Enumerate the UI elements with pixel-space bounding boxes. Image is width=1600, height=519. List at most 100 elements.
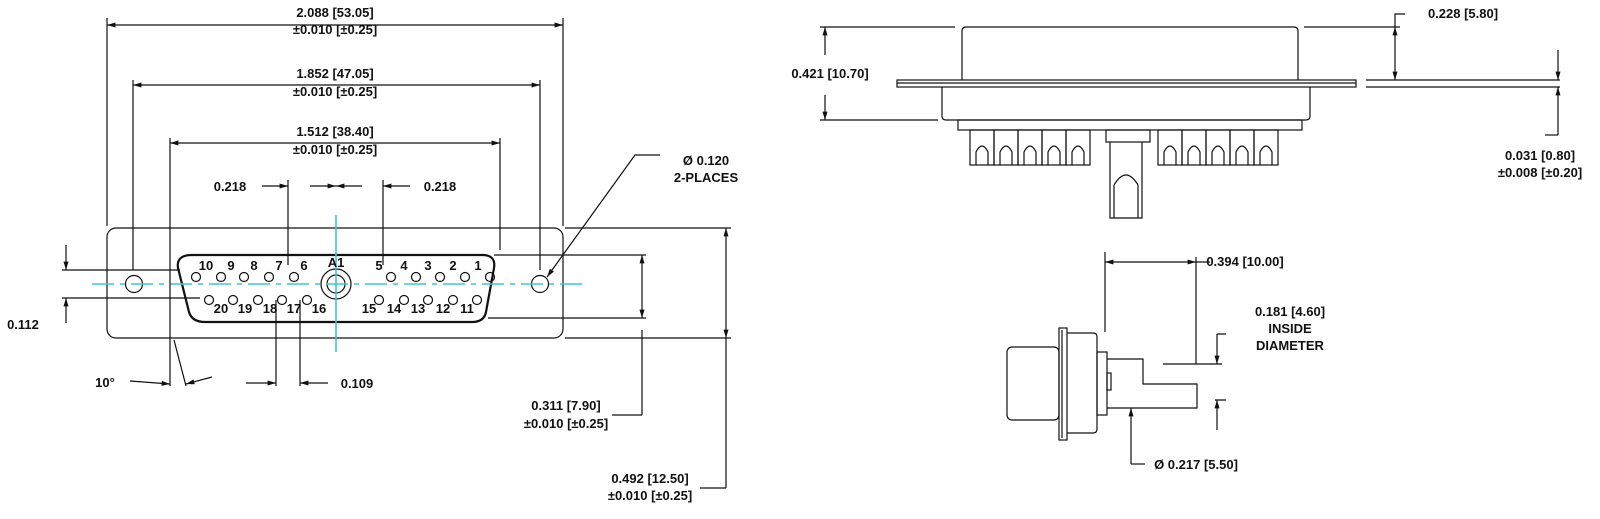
dim-pin-pitch: 0.109 [341, 376, 374, 391]
shell-outline [961, 26, 1299, 80]
pin-contact [190, 271, 202, 283]
dim-shell-height: 0.311 [7.90] [531, 398, 600, 413]
pin-label: 8 [250, 258, 257, 273]
dim-shell-height-tolerance: ±0.010 [±0.25] [524, 416, 608, 431]
pin-tail [1181, 129, 1207, 166]
dim-diameter-label: DIAMETER [1256, 338, 1325, 353]
pin-tail-solder-cup [1259, 145, 1273, 165]
dim-flange-tolerance: ±0.008 [±0.20] [1498, 165, 1582, 180]
pin-contact [263, 271, 275, 283]
pin-tail-solder-cup [1023, 145, 1037, 165]
pin-contact [484, 271, 496, 283]
pin-tail-solder-cup [1163, 145, 1177, 165]
pin-tail [993, 129, 1019, 166]
dim-mount-tolerance: ±0.010 [±0.25] [293, 84, 377, 99]
pin-tail-solder-cup [1211, 145, 1225, 165]
insulator-base [957, 119, 1303, 131]
dim-flange-height-tolerance: ±0.010 [±0.25] [608, 488, 692, 503]
pin-contact [471, 294, 483, 306]
pin-label: 5 [375, 258, 382, 273]
pin-tail [1017, 129, 1043, 166]
pin-tail [1253, 129, 1279, 166]
pin-contact [276, 294, 288, 306]
pin-tail-solder-cup [1071, 145, 1085, 165]
pin-label: 13 [411, 301, 425, 316]
pin-contact [447, 294, 459, 306]
dim-pitch-left: 0.218 [214, 179, 247, 194]
pin-label: 3 [424, 258, 431, 273]
pin-label: 6 [300, 258, 307, 273]
coax-label: A1 [328, 255, 345, 270]
pin-tail [1157, 129, 1183, 166]
pin-tail-solder-cup [1047, 145, 1061, 165]
pin-tail-solder-cup [1187, 145, 1201, 165]
shell-end [1006, 346, 1060, 421]
dim-row-spacing: 0.112 [7, 317, 39, 332]
dim-shell-tolerance: ±0.010 [±0.25] [293, 142, 377, 157]
dim-shell-width: 1.512 [38.40] [296, 124, 373, 139]
coax-contact-body [1107, 358, 1198, 409]
pin-contact [385, 271, 397, 283]
side-pin-tails [969, 129, 1279, 166]
dim-mount-spacing: 1.852 [47.05] [296, 66, 373, 81]
flange-end [1058, 327, 1068, 441]
pin-label: 10 [199, 258, 213, 273]
pin-label: 1 [474, 258, 481, 273]
pin-contact [373, 294, 385, 306]
pin-label: 11 [460, 301, 474, 316]
dim-total-height: 0.421 [10.70] [791, 66, 868, 81]
pin-tail [1205, 129, 1231, 166]
flange-outline [106, 227, 564, 339]
coax-side-view: 0.394 [10.00] 0.181 [4.60] INSIDE DIAMET… [1006, 252, 1325, 472]
contact-tab [1096, 351, 1108, 416]
dim-flange-height: 0.492 [12.50] [611, 471, 688, 486]
pin-label: 20 [214, 301, 228, 316]
pin-tail-solder-cup [999, 145, 1013, 165]
pin-label: 17 [287, 301, 301, 316]
pin-label: 7 [275, 258, 282, 273]
pin-contact [459, 271, 471, 283]
side-view: 0.421 [10.70] 0.228 [5.80] 0.031 [0.80] … [791, 6, 1582, 219]
hole-note: 2-PLACES [674, 170, 739, 185]
pin-contact [398, 294, 410, 306]
pin-tail [969, 129, 995, 166]
body-end [1067, 332, 1098, 434]
pin-label: 18 [263, 301, 277, 316]
pin-tail-solder-cup [1235, 145, 1249, 165]
pin-tail-solder-cup [975, 145, 989, 165]
pin-label: 14 [387, 301, 402, 316]
dim-contact-length: 0.394 [10.00] [1206, 254, 1283, 269]
dim-shell-depth: 0.228 [5.80] [1428, 6, 1498, 21]
pin-contact [434, 271, 446, 283]
dim-angle: 10° [95, 375, 115, 390]
pin-label: 9 [227, 258, 234, 273]
pin-contact [301, 294, 313, 306]
pin-contact [238, 271, 250, 283]
dim-overall-width: 2.088 [53.05] [296, 5, 373, 20]
dim-inside-label: INSIDE [1268, 321, 1312, 336]
pin-label: 2 [449, 258, 456, 273]
pin-label: 19 [238, 301, 252, 316]
body-side [941, 87, 1311, 121]
dim-outer-diameter: Ø 0.217 [5.50] [1154, 457, 1238, 472]
pin-tail [1229, 129, 1255, 166]
coax-post-base [1105, 129, 1151, 143]
pin-label: 4 [400, 258, 408, 273]
pin-contact [227, 294, 239, 306]
pin-tail [1041, 129, 1067, 166]
pin-contact [410, 271, 422, 283]
pin-label: 16 [312, 301, 326, 316]
hole-diameter: Ø 0.120 [683, 153, 729, 168]
pin-contact [422, 294, 434, 306]
dim-flange-thickness: 0.031 [0.80] [1505, 148, 1575, 163]
d-shell-outline [176, 253, 496, 324]
coax-post [1109, 142, 1143, 219]
pin-tail [1065, 129, 1091, 166]
pin-contact [288, 271, 300, 283]
pin-label: 12 [436, 301, 450, 316]
dim-overall-tolerance: ±0.010 [±0.25] [293, 22, 377, 37]
pin-label: 15 [362, 301, 376, 316]
